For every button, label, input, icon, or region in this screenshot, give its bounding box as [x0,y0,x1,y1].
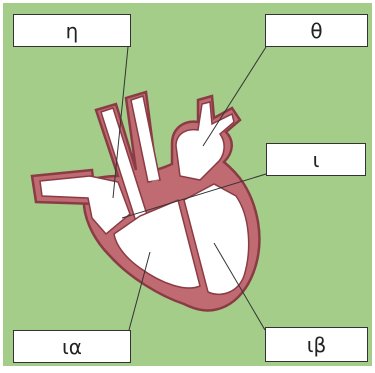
label-iota: ι [266,143,366,176]
label-theta: θ [265,14,368,47]
label-iota-beta: ιβ [265,327,368,362]
label-iota-alpha: ια [13,330,131,363]
label-eta: η [13,14,131,47]
septum-junction [150,180,162,192]
